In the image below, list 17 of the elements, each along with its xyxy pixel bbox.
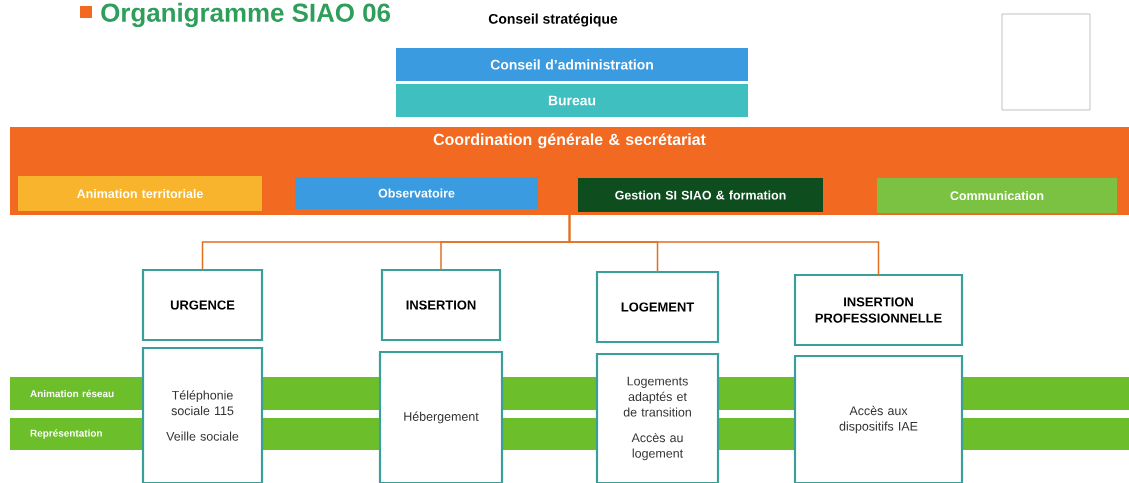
pole-box: LOGEMENT [595, 270, 720, 344]
pole-box: INSERTION PROFESSIONNELLE [793, 273, 964, 347]
activity-box: Logements adaptés et de transition Accès au logement [595, 352, 720, 483]
department-box: Communication [877, 178, 1117, 213]
board-box: Bureau [396, 84, 748, 117]
activity-box: Téléphonie sociale 115 Veille sociale [141, 346, 264, 483]
title: Organigramme SIAO 06 [101, 2, 391, 28]
board-box: Conseil d’administration [396, 48, 748, 81]
department-box: Gestion SI SIAO & formation [578, 178, 823, 212]
pole-box: INSERTION [380, 268, 502, 342]
activity-box: Accès aux dispositifs IAE [793, 354, 964, 483]
connector [568, 214, 880, 276]
department-box: Animation territoriale [18, 176, 262, 211]
pole-box: URGENCE [141, 268, 264, 342]
group-heading: Conseil stratégique [488, 13, 618, 27]
department-box: Observatoire [295, 177, 538, 209]
activity-box: Hébergement [378, 350, 504, 483]
